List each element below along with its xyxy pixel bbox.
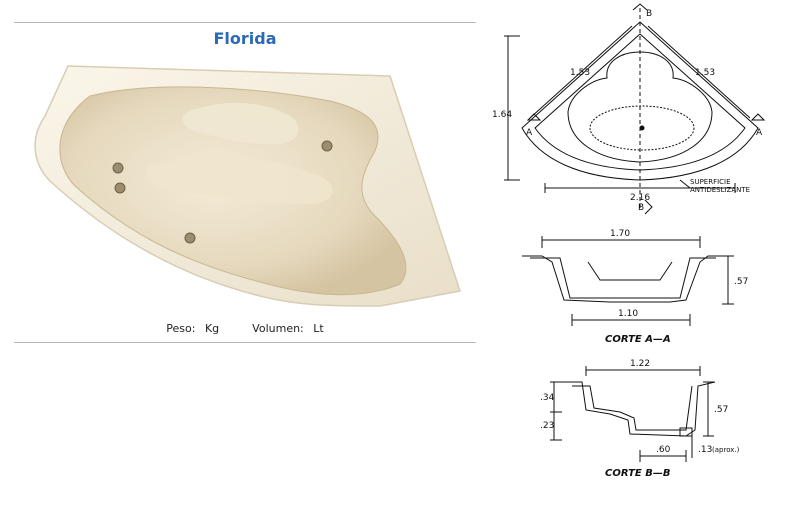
plan-dim-right: 1.53 [695,68,715,78]
section-b-dim-lower: .23 [540,421,554,431]
product-title: Florida [213,29,277,48]
section-a-caption: CORTE A—A [605,334,671,345]
jet-icon [321,140,333,152]
plan-dim-width: 2.16 [630,193,650,203]
jet-icon [184,232,196,244]
section-b-drain-note: (aprox.) [712,446,740,454]
plan-section-marker-bottom: B [638,203,644,213]
jet-icon [112,162,124,174]
section-b-dim-upper: .34 [540,393,555,403]
bathtub-photo [34,65,461,307]
section-b-profile [562,381,716,437]
section-a-dim-height: .57 [734,277,748,287]
non-slip-surface [589,105,695,151]
product-specs: Peso: Kg Volumen: Lt [14,322,476,335]
section-b-caption: CORTE B—B [605,468,670,479]
peso-label: Peso: [166,322,196,335]
section-b-dim-drain: .13 [698,445,712,455]
bottom-divider [14,342,476,343]
plan-dim-left: 1.53 [570,68,590,78]
plan-marker-a-right: A [756,128,763,138]
section-a-dim-bottom: 1.10 [618,309,638,319]
jet-icon [114,182,126,194]
plan-marker-a-left: A [526,128,533,138]
volumen-label: Volumen: [252,322,304,335]
section-a-dim-top: 1.70 [610,229,630,239]
surface-note-1: SUPERFICIE [690,178,731,186]
section-b-dim-height: .57 [714,405,728,415]
top-divider [14,22,476,23]
section-a-profile [522,255,722,303]
surface-note-2: ANTIDESLIZANTE [690,186,750,194]
technical-drawing: B B A A 1.53 1.53 1.64 2.16 SUPERFICIE A… [492,3,766,479]
volumen-unit: Lt [313,322,324,335]
section-b-dim-seat: .60 [656,445,671,455]
peso-unit: Kg [204,322,220,335]
section-b-dim-top: 1.22 [630,359,650,369]
plan-section-marker-top: B [646,9,652,19]
plan-dim-height: 1.64 [492,110,512,120]
